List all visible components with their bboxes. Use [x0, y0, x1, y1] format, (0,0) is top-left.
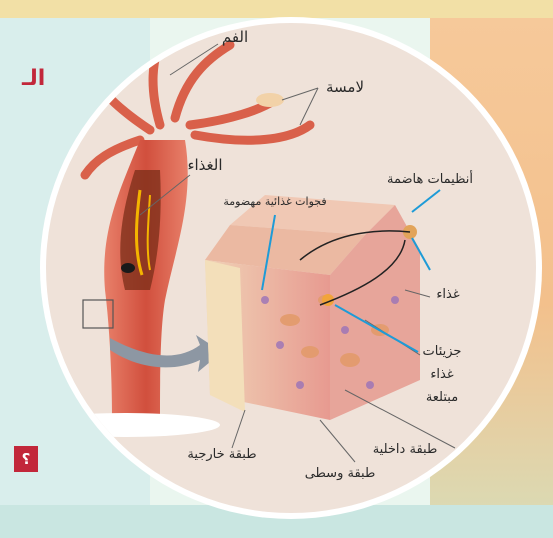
label-digested-food-vacuoles: فجوات غذائية مهضومة [223, 195, 326, 208]
label-engulfed-food-2: غذاء [430, 367, 454, 382]
label-digestive-enzymes: أنظيمات هاضمة [387, 170, 473, 187]
tentacle-tip [256, 93, 284, 107]
label-food-particle: غذاء [436, 287, 460, 302]
label-food: الغذاء [187, 156, 222, 174]
label-engulfed-food-3: مبتلعة [426, 390, 458, 405]
base-platform [30, 413, 220, 437]
label-tentacle: لامسة [326, 78, 364, 96]
label-middle-layer: طبقة وسطى [305, 466, 376, 481]
label-inner-layer: طبقة داخلية [373, 442, 438, 457]
label-outer-layer: طبقة خارجية [187, 447, 256, 462]
tissue-block [205, 195, 420, 420]
label-engulfed-food-1: جزيئات [423, 344, 462, 359]
